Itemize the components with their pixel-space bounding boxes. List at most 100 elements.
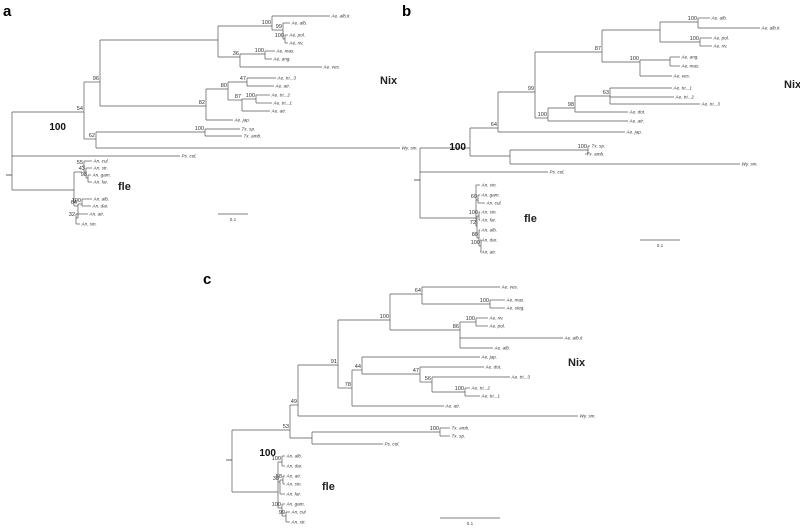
tip-label: Ae. alb. xyxy=(494,346,511,351)
support-value: 87 xyxy=(595,46,601,52)
support-value: 78 xyxy=(345,382,351,388)
support-value: 87 xyxy=(235,94,241,100)
group-label-fle: fle xyxy=(118,181,131,193)
tip-label: Ae. dot. xyxy=(485,365,502,370)
tip-label: Ae. mas. xyxy=(506,298,525,303)
panel-label-b: b xyxy=(402,3,411,20)
tip-label: Ae. ves. xyxy=(673,74,691,79)
support-value: 64 xyxy=(415,288,421,294)
tip-label: An. sin. xyxy=(286,482,302,487)
support-value: 63 xyxy=(603,90,609,96)
support-value: 100 xyxy=(195,126,204,132)
tip-label: Ae. alb. xyxy=(291,21,308,26)
support-value: 55 xyxy=(77,160,83,166)
scale-label: 0.1 xyxy=(467,521,474,526)
tip-label: Ae. alb.it xyxy=(331,14,351,19)
root-support: 100 xyxy=(49,122,66,133)
support-value: 98 xyxy=(81,172,87,178)
support-value: 43 xyxy=(79,166,85,172)
tip-label: An. str. xyxy=(93,166,108,171)
support-value: 60 xyxy=(471,194,477,200)
tip-label: Ae. pol. xyxy=(713,36,730,41)
support-value: 56 xyxy=(425,376,431,382)
support-value: 54 xyxy=(77,106,83,112)
tip-label: Ae. mas. xyxy=(681,64,700,69)
support-value: 49 xyxy=(291,399,297,405)
tip-label: Ae. tri._2 xyxy=(271,93,291,98)
tip-label: An. str. xyxy=(291,520,306,525)
tip-label: An. far. xyxy=(481,218,497,223)
tip-label: An. atr. xyxy=(481,250,497,255)
tip-label: An. gam. xyxy=(286,502,305,507)
tip-label: Ae. riv. xyxy=(713,44,728,49)
tree-a xyxy=(6,15,400,225)
tip-label: Ae. pol. xyxy=(289,33,306,38)
group-label-nix: Nix xyxy=(380,75,398,87)
support-value: 64 xyxy=(491,122,497,128)
panel-label-c: c xyxy=(203,271,211,288)
tip-label: Ps. col. xyxy=(385,442,400,447)
support-value: 100 xyxy=(272,502,281,508)
group-label-fle: fle xyxy=(524,213,537,225)
tree-b xyxy=(414,17,760,253)
tip-label: Tx. sp. xyxy=(452,434,466,439)
root-support: 100 xyxy=(259,448,276,459)
tip-label: Ae. jap. xyxy=(481,355,498,360)
tree-c xyxy=(226,286,578,523)
support-value: 82 xyxy=(199,100,205,106)
support-value: 53 xyxy=(283,424,289,430)
support-value: 100 xyxy=(480,298,489,304)
tip-label: Wy. sm. xyxy=(402,146,418,151)
support-value: 100 xyxy=(578,144,587,150)
support-value: 99 xyxy=(276,24,282,30)
support-value: 100 xyxy=(688,16,697,22)
tip-label: Ae. tri._3 xyxy=(511,375,531,380)
tip-label: Ae. alb.it xyxy=(761,26,781,31)
support-value: 100 xyxy=(255,48,264,54)
tip-label: Ae. jap. xyxy=(234,118,251,123)
support-value: 88 xyxy=(472,232,478,238)
tip-label: Ae. tri._3 xyxy=(277,76,297,81)
tip-label: Ae. tri._1 xyxy=(673,86,693,91)
tip-label: An. cul. xyxy=(93,159,109,164)
tip-label: An. dar. xyxy=(92,204,109,209)
tip-label: Ae. pol. xyxy=(489,324,506,329)
support-value: 44 xyxy=(355,364,361,370)
tip-label: Ae. atr. xyxy=(271,109,287,114)
support-value: 100 xyxy=(275,33,284,39)
support-value: 100 xyxy=(272,456,281,462)
support-value: 36 xyxy=(233,51,239,57)
tip-label: An. sin. xyxy=(481,210,497,215)
support-value: 47 xyxy=(413,368,419,374)
tip-label: Ae. tri._2 xyxy=(675,95,695,100)
tip-label: Ae. tri._1 xyxy=(481,394,501,399)
support-value: 100 xyxy=(246,93,255,99)
tip-label: Tx. amb. xyxy=(452,426,470,431)
support-value: 47 xyxy=(240,76,246,82)
support-value: 100 xyxy=(471,240,480,246)
support-value: 98 xyxy=(568,102,574,108)
tip-label: Wy. sm. xyxy=(742,162,758,167)
tip-label: Ae. tri._1 xyxy=(273,101,293,106)
tip-label: An. gam. xyxy=(92,173,111,178)
tip-label: Ae. ang. xyxy=(273,57,291,62)
support-value: 96 xyxy=(93,76,99,82)
tip-label: An. atr. xyxy=(89,212,105,217)
tip-label: Ae. ang. xyxy=(681,55,699,60)
support-value: 100 xyxy=(72,198,81,204)
tip-label: An. alb. xyxy=(481,228,498,233)
support-value: 72 xyxy=(470,220,476,226)
tip-label: An. atr. xyxy=(286,474,302,479)
tip-label: An. cul. xyxy=(486,201,502,206)
support-value: 100 xyxy=(630,56,639,62)
panel-label-a: a xyxy=(3,3,12,20)
tip-label: Ae. tri._2 xyxy=(471,386,491,391)
tip-label: Ae. riv. xyxy=(289,41,304,46)
tip-label: Ae. dot. xyxy=(629,110,646,115)
tip-label: Tx. amb. xyxy=(587,152,605,157)
group-label-nix: Nix xyxy=(784,79,800,91)
tip-label: Ps. col. xyxy=(550,170,565,175)
group-label-fle: fle xyxy=(322,481,335,493)
tip-label: An. sin. xyxy=(481,183,497,188)
support-value: 100 xyxy=(430,426,439,432)
